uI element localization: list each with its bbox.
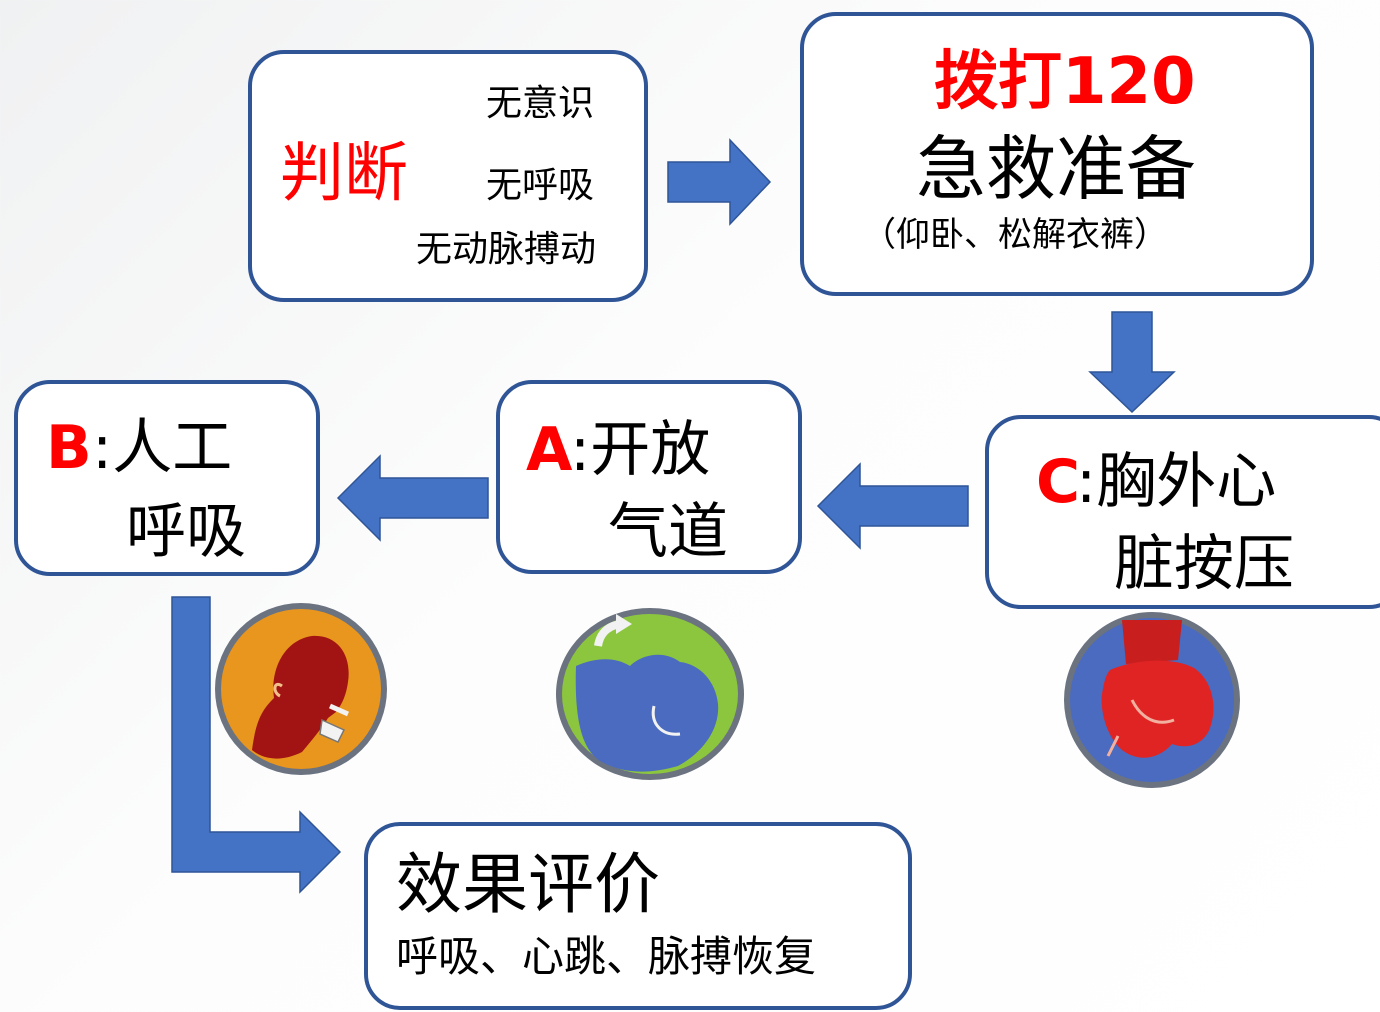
step-a-line2: 气道 (608, 497, 728, 567)
judge-item-no-breathing: 无呼吸 (486, 165, 595, 206)
step-c-line1: :胸外心 (1076, 447, 1277, 517)
step-b-line2: 呼吸 (126, 497, 246, 567)
step-b-box (14, 380, 320, 576)
step-c-letter: C (1036, 447, 1081, 517)
step-b-letter: B (46, 413, 92, 483)
arrow-down-1 (1088, 311, 1176, 414)
call-title: 拨打120 (934, 45, 1196, 119)
evaluate-note: 呼吸、心跳、脉搏恢复 (396, 932, 817, 981)
call-note: （仰卧、松解衣裤） (862, 215, 1168, 255)
step-b-line1: :人工 (92, 413, 233, 483)
evaluate-title: 效果评价 (396, 846, 660, 923)
arrow-left-2 (336, 454, 489, 542)
rescue-breathing-icon (215, 603, 387, 775)
arrow-left-1 (816, 462, 969, 550)
step-a-line1: :开放 (570, 415, 711, 485)
step-c-line2: 脏按压 (1114, 529, 1294, 599)
arrow-right-1 (667, 138, 772, 226)
judge-box (248, 50, 648, 302)
step-c-box (985, 415, 1380, 609)
judge-item-no-pulse: 无动脉搏动 (416, 229, 597, 270)
step-a-box (496, 380, 802, 574)
judge-item-unconscious: 无意识 (486, 83, 595, 124)
call-subtitle: 急救准备 (916, 128, 1196, 210)
chest-compression-icon (1064, 612, 1240, 788)
arrow-bent-1 (171, 596, 342, 894)
call-box (800, 12, 1314, 296)
step-a-letter: A (526, 415, 573, 485)
evaluate-box (364, 822, 912, 1010)
judge-title: 判断 (280, 137, 408, 211)
open-airway-icon (556, 608, 744, 780)
